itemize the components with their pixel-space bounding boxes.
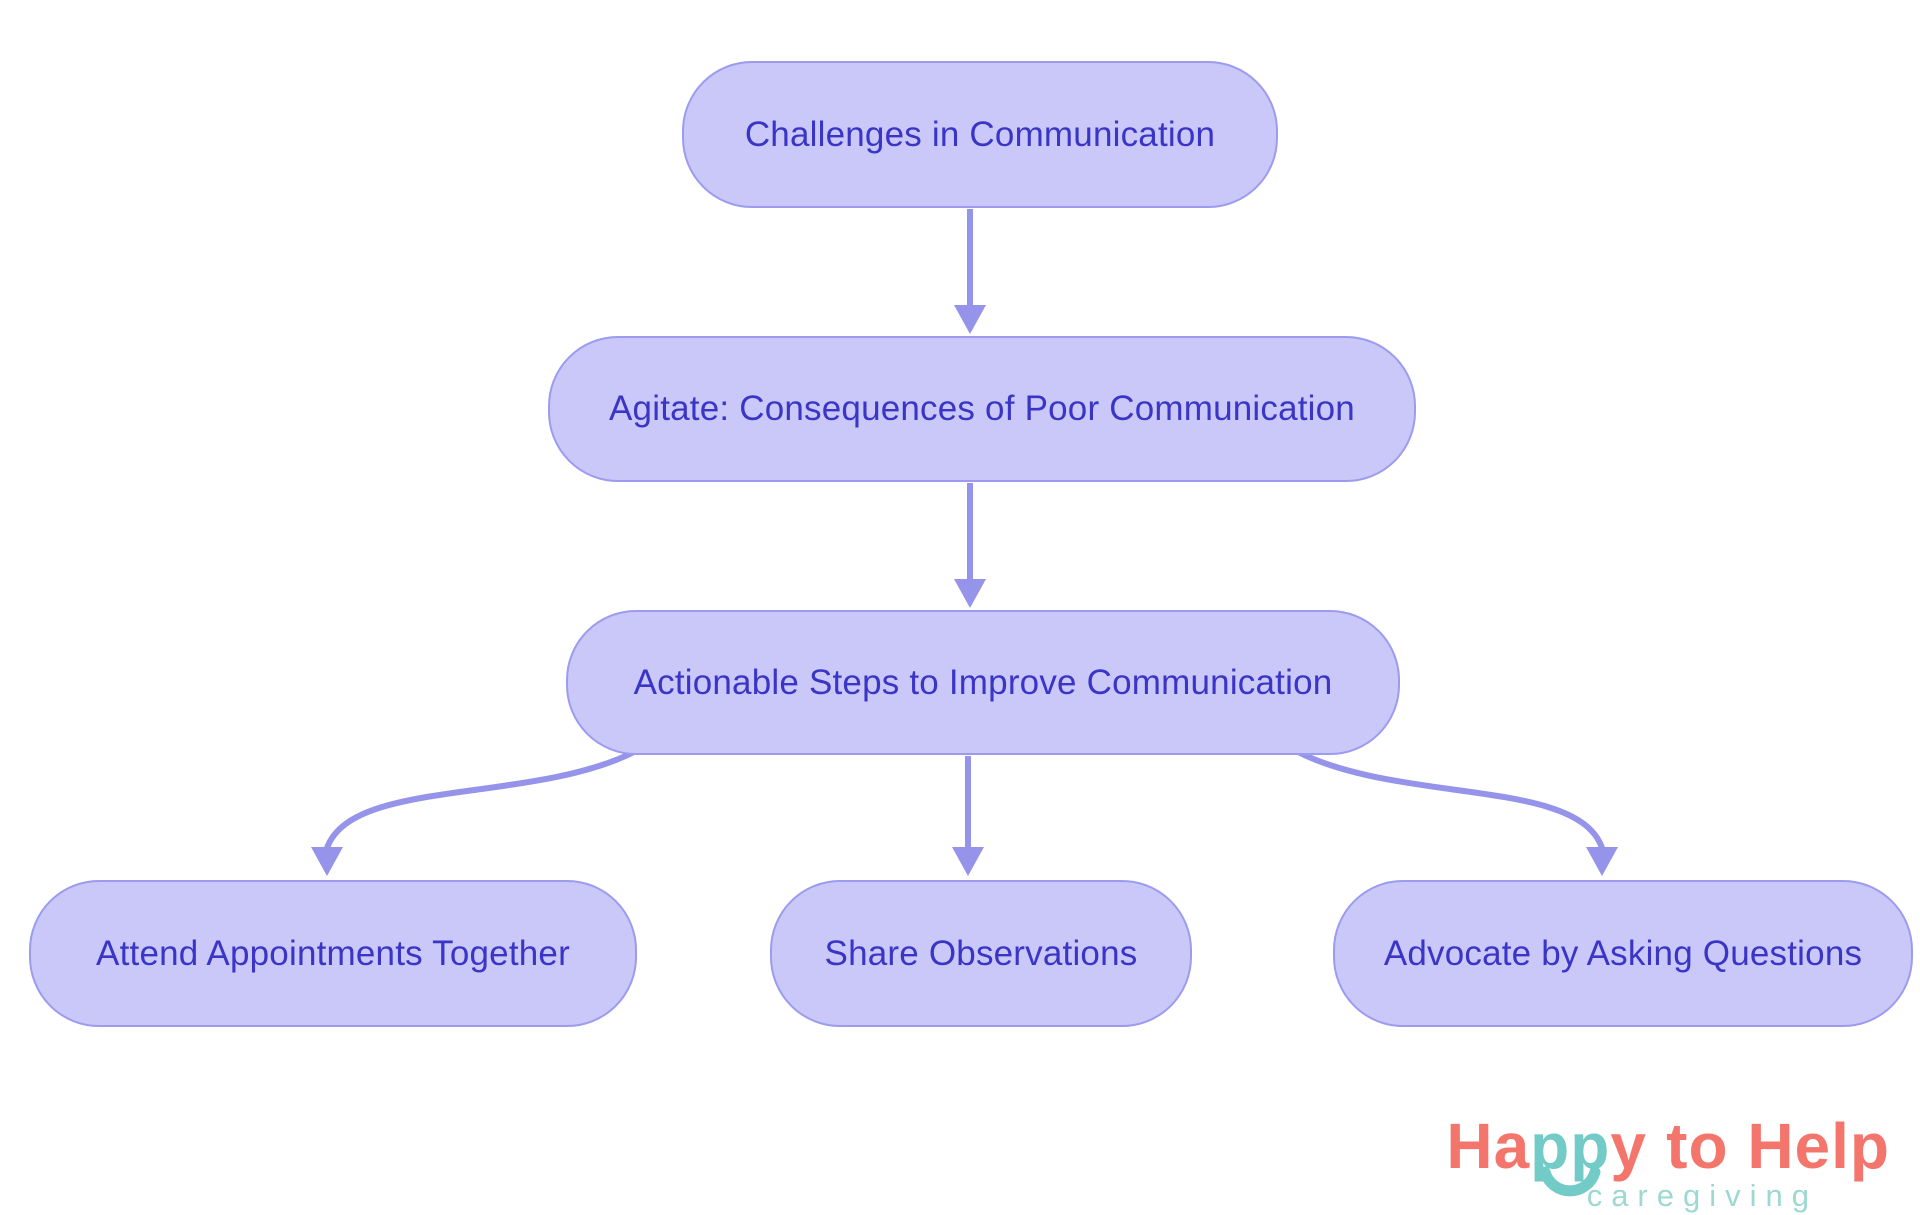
flow-node-label: Attend Appointments Together: [96, 933, 570, 973]
flow-node-agitate: Agitate: Consequences of Poor Communicat…: [548, 336, 1416, 482]
logo-text-to-help: to Help: [1666, 1110, 1890, 1182]
arrowhead-icon: [954, 579, 986, 608]
logo-subtitle: caregiving: [1586, 1178, 1818, 1213]
flow-node-label: Agitate: Consequences of Poor Communicat…: [609, 389, 1355, 428]
flow-node-label: Challenges in Communication: [744, 114, 1216, 154]
flow-node-label: Share Observations: [824, 933, 1138, 973]
connector-actionable-attend: [324, 749, 636, 850]
arrowhead-icon: [954, 305, 986, 334]
smile-arc-icon: [1539, 1166, 1601, 1197]
flow-node-actionable: Actionable Steps to Improve Communicatio…: [566, 610, 1400, 755]
arrowhead-icon: [952, 847, 984, 876]
flow-node-attend: Attend Appointments Together: [29, 880, 637, 1027]
arrowhead-icon: [311, 847, 343, 876]
arrowhead-icon: [1586, 847, 1618, 876]
flow-node-share: Share Observations: [770, 880, 1192, 1027]
flow-node-advocate: Advocate by Asking Questions: [1333, 880, 1913, 1027]
logo-text-y: y: [1610, 1110, 1647, 1182]
flow-node-label: Actionable Steps to Improve Communicatio…: [633, 662, 1333, 702]
flow-node-challenges: Challenges in Communication: [682, 61, 1278, 208]
logo-text-ha: Ha: [1446, 1110, 1531, 1182]
logo-pp-smiley: pp: [1530, 1114, 1610, 1197]
connector-actionable-advocate: [1296, 749, 1605, 850]
flow-node-label: Advocate by Asking Questions: [1383, 933, 1863, 973]
